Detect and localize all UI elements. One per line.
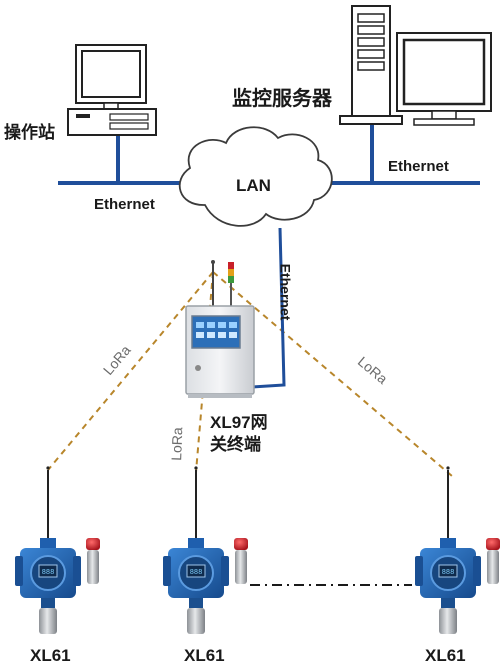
lora-link-left — [47, 271, 214, 471]
monitor-server-label: 监控服务器 — [232, 88, 332, 110]
ethernet-vertical-label: Ethernet — [277, 263, 294, 321]
detector-3-label: XL61 — [425, 646, 466, 665]
gateway-cabinet-icon — [185, 260, 255, 398]
detector-1-label: XL61 — [30, 646, 71, 665]
operator-station-label: 操作站 — [4, 123, 55, 142]
lora-link-right — [212, 271, 453, 477]
ethernet-right-label: Ethernet — [388, 158, 449, 175]
detector-3-icon — [414, 465, 501, 635]
server-icon — [339, 5, 492, 126]
detector-2-label: XL61 — [184, 646, 225, 665]
operator-pc-icon — [67, 44, 157, 136]
lan-cloud — [178, 126, 333, 227]
ethernet-links — [58, 120, 480, 185]
gateway-model-label: XL97网 — [210, 413, 268, 432]
ethernet-gateway-link — [251, 227, 286, 389]
gateway-desc-label: 关终端 — [210, 435, 261, 454]
lora-middle-label: LoRa — [168, 426, 186, 462]
detector-1-icon — [14, 465, 101, 635]
lan-label: LAN — [236, 176, 271, 195]
ethernet-left-label: Ethernet — [94, 196, 155, 213]
detector-2-icon — [162, 465, 249, 635]
